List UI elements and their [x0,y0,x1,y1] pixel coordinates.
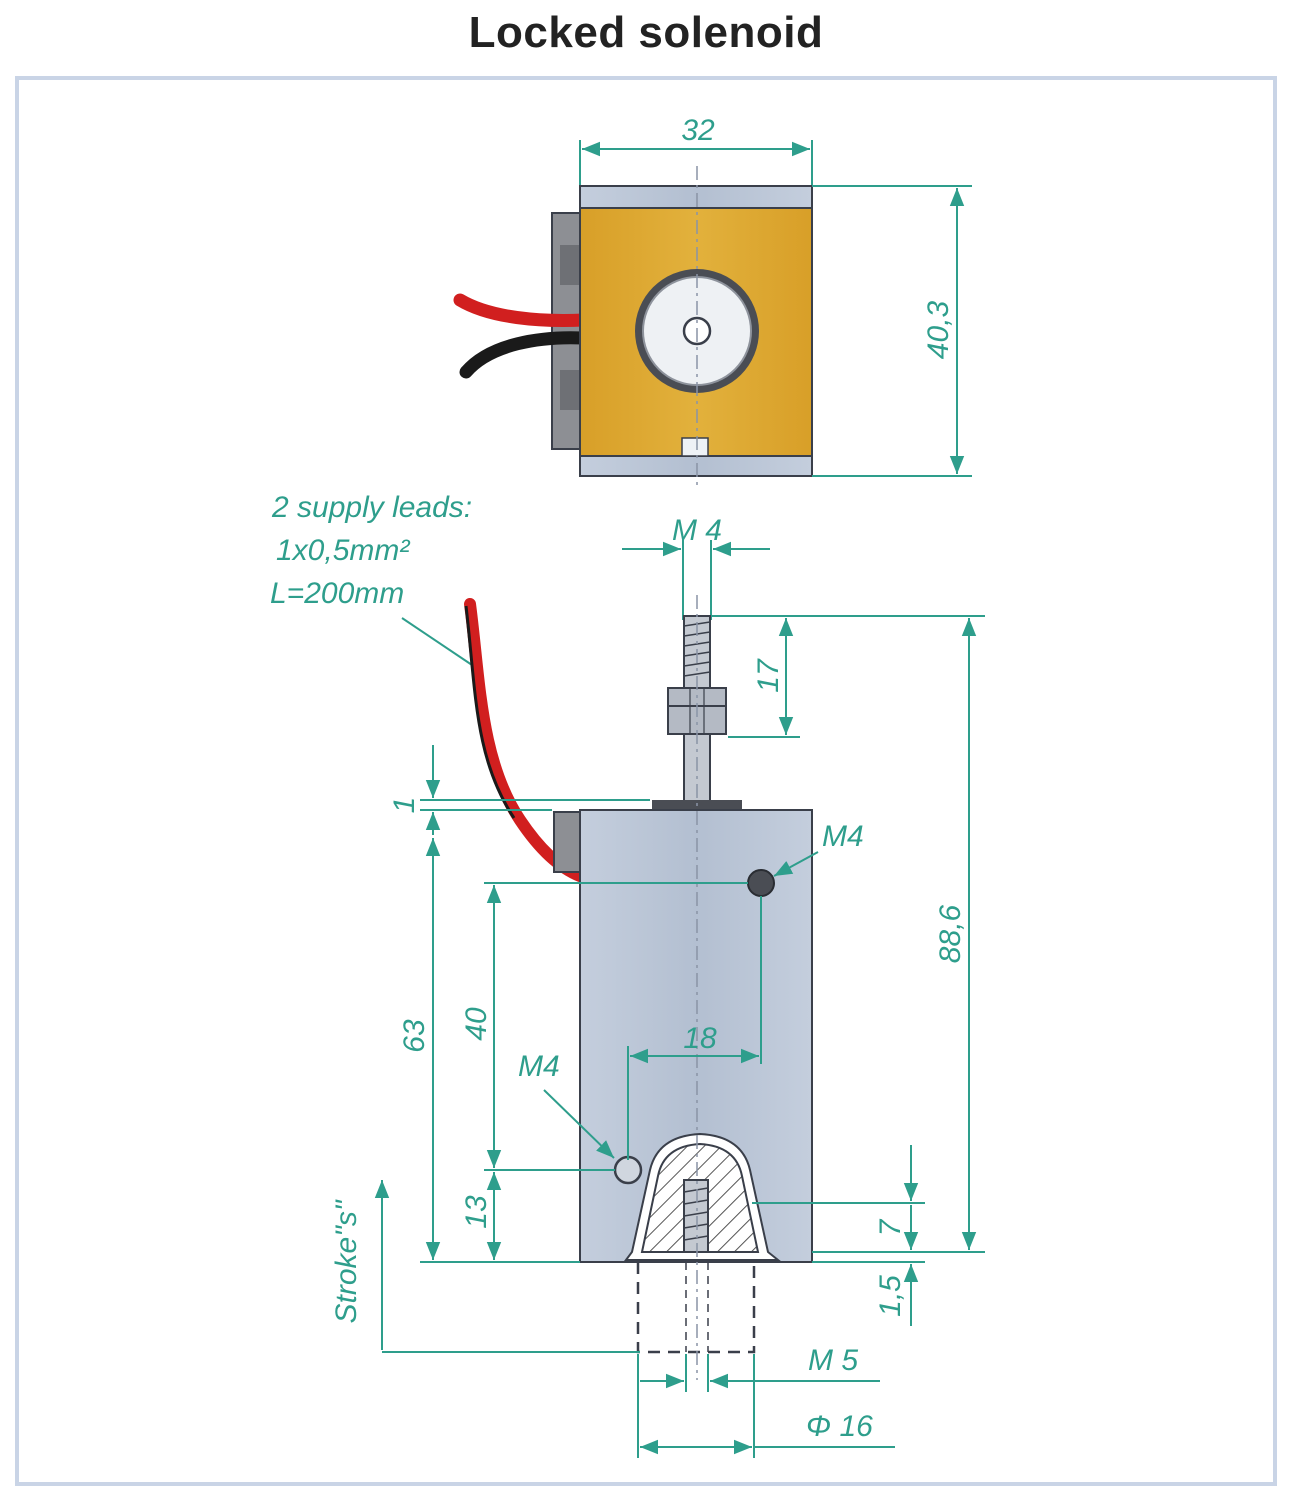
dimension-1-5-label: 1,5 [874,1275,907,1317]
leads-note-line3: L=200mm [270,577,404,610]
diagram-title: Locked solenoid [468,8,824,57]
stroke-phantom-outline [636,1262,756,1354]
dimension-7-label: 7 [874,1218,907,1236]
m4-upper-label: M4 [822,820,864,853]
side-connector-block [553,811,583,873]
black-lead-wire [459,331,591,379]
coil-notch [681,437,709,457]
diameter-16-label: Φ 16 [806,1410,873,1443]
dimension-1-label: 1 [388,797,421,814]
dimension-17-label: 17 [752,658,785,693]
drawing-frame [15,76,1277,1486]
stroke-label: Stroke"s" [330,1199,363,1323]
dimension-63-label: 63 [398,1019,431,1053]
connector-rib [560,370,582,410]
thread-m4-top-label: M 4 [672,514,722,547]
leads-leader-line [401,617,473,666]
dimension-32-label: 32 [681,114,715,147]
leads-note-line2: 1x0,5mm² [276,534,410,567]
m4-lower-label: M4 [518,1050,560,1083]
side-view: 2 supply leads: 1x0,5mm² L=200mm M 4 [270,491,985,1458]
mounting-hole-m4-lower [613,1155,643,1185]
m4-lower-leader [543,1089,615,1159]
mounting-hole-m4-upper [747,869,775,897]
dimension-40-label: 40 [460,1007,493,1041]
m4-upper-leader [773,851,819,877]
red-lead-wire [453,293,591,327]
thread-m5-label: M 5 [808,1344,858,1377]
dimension-88-6-label: 88,6 [934,904,967,963]
side-lead-shade [464,605,516,819]
dimension-40-3-label: 40,3 [922,300,955,359]
leads-note-line1: 2 supply leads: [271,491,472,524]
dimension-18-label: 18 [683,1022,717,1055]
top-view: 32 40,3 [453,114,972,490]
connector-rib [560,245,582,285]
dimension-13-label: 13 [460,1195,493,1229]
